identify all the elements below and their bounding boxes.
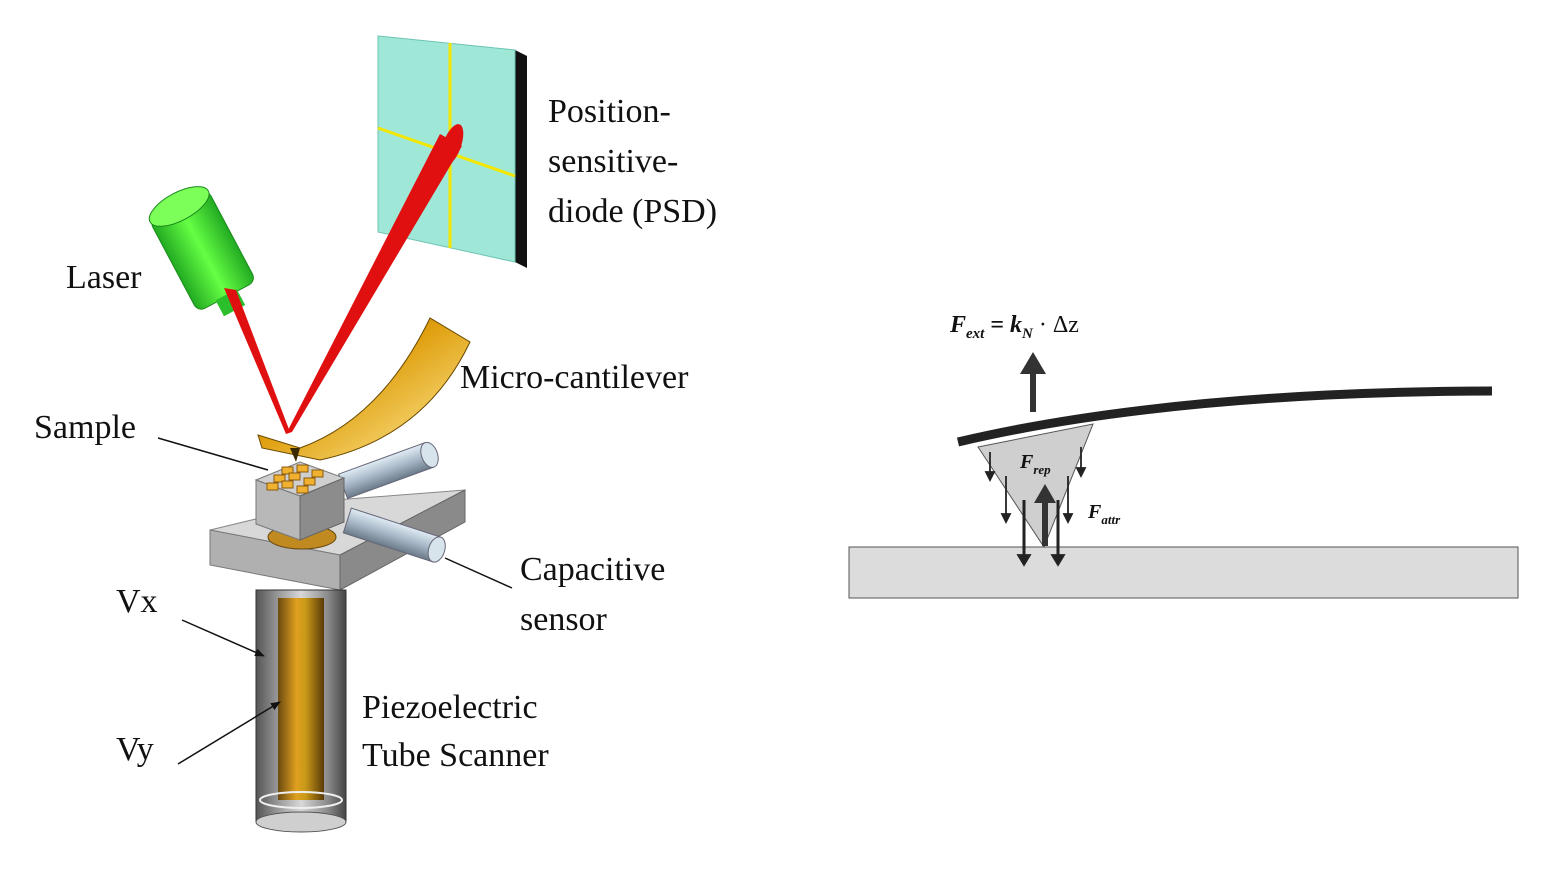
- rep-f: F: [1019, 451, 1034, 473]
- capacitive-label: Capacitive sensor: [520, 551, 674, 638]
- sample-block: [254, 461, 346, 541]
- force-ext-arrow: [1020, 352, 1046, 412]
- eq-f-sub: ext: [966, 326, 985, 342]
- tube-core: [278, 598, 324, 800]
- eq-f: F: [949, 312, 966, 338]
- piezo-tube-scanner: [255, 589, 347, 833]
- cantilever-label: Micro-cantilever: [460, 359, 689, 396]
- piezo-label: Piezoelectric Tube Scanner: [362, 689, 549, 774]
- laser-label: Laser: [66, 259, 142, 296]
- force-attr-arrows: [984, 447, 1087, 567]
- capacitive-sensor-rods: [337, 441, 446, 563]
- sample-leader: [157, 437, 269, 471]
- force-rep-label: Frep: [1019, 451, 1051, 477]
- cantilever-beam: [956, 386, 1493, 447]
- psd-label-line1: Position-: [548, 93, 671, 130]
- attr-sub: attr: [1101, 512, 1121, 527]
- cantilever-body: [257, 317, 471, 461]
- eq-equals: =: [984, 312, 1010, 338]
- tube-bottom: [255, 811, 347, 833]
- substrate: [848, 546, 1519, 599]
- eq-k: k: [1010, 312, 1022, 338]
- vy-label: Vy: [116, 731, 154, 768]
- attr-f: F: [1087, 501, 1102, 523]
- force-ext-equation: Fext = kN · Δz: [949, 312, 1079, 342]
- sample-pads: [266, 464, 324, 494]
- rep-sub: rep: [1033, 462, 1051, 477]
- incident-beam: [224, 288, 290, 434]
- psd-label-line2: sensitive-: [548, 143, 678, 180]
- laser-top: [148, 186, 210, 227]
- piezo-label-line2: Tube Scanner: [362, 737, 549, 774]
- capacitive-label-line1: Capacitive: [520, 551, 665, 588]
- psd-label: Position- sensitive- diode (PSD): [548, 93, 717, 230]
- cantilever-tip: [290, 448, 300, 462]
- sample-label: Sample: [34, 409, 136, 446]
- reflected-beam: [286, 134, 462, 434]
- capacitive-leader: [444, 557, 513, 589]
- vx-arrow: [181, 619, 265, 657]
- psd-label-line3: diode (PSD): [548, 193, 717, 230]
- micro-cantilever: [257, 317, 471, 462]
- beam-spot: [440, 124, 464, 166]
- vx-label: Vx: [116, 583, 158, 620]
- eq-k-sub: N: [1021, 326, 1034, 342]
- laser-source: [148, 186, 254, 317]
- tube-ring: [259, 791, 343, 809]
- sample-block-side: [299, 477, 345, 541]
- eq-dot-dz: · Δz: [1033, 312, 1079, 338]
- piezo-label-line1: Piezoelectric: [362, 689, 538, 726]
- psd-panel-edge: [515, 50, 527, 268]
- force-attr-label: Fattr: [1087, 501, 1121, 527]
- capacitive-label-line2: sensor: [520, 601, 608, 638]
- vy-arrow: [177, 701, 281, 765]
- force-rep-arrow: [1034, 484, 1056, 546]
- tip-cone: [977, 423, 1094, 549]
